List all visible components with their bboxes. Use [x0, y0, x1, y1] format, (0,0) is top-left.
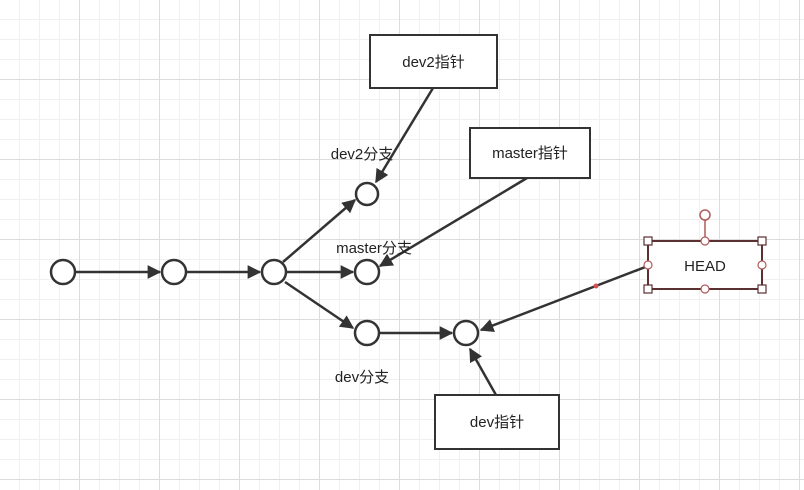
commit-node-master[interactable] — [353, 258, 381, 286]
dev-pointer-box[interactable]: dev指针 — [434, 394, 560, 450]
resize-handle-nw[interactable] — [643, 236, 653, 246]
commit-node-2[interactable] — [160, 258, 188, 286]
commit-node-dev2[interactable] — [354, 181, 380, 207]
rotate-handle-icon[interactable] — [699, 209, 711, 221]
resize-handle-ne[interactable] — [757, 236, 767, 246]
arrow-dev-pointer — [468, 347, 498, 396]
master-pointer-box[interactable]: master指针 — [469, 127, 591, 179]
connect-handle-left[interactable] — [643, 260, 653, 270]
commit-node-dev-tip[interactable] — [452, 319, 480, 347]
head-box[interactable]: HEAD — [647, 240, 763, 290]
head-label: HEAD — [684, 258, 726, 275]
connect-handle-bottom[interactable] — [700, 284, 710, 294]
dev2-branch-label: dev2分支 — [331, 146, 394, 163]
dev-pointer-label: dev指针 — [470, 414, 524, 431]
dev2-pointer-box[interactable]: dev2指针 — [369, 34, 498, 89]
commit-node-3[interactable] — [260, 258, 288, 286]
selection-handles[interactable] — [643, 209, 767, 294]
connect-handle-right[interactable] — [757, 260, 767, 270]
commit-node-dev[interactable] — [353, 319, 381, 347]
arrow-master-pointer — [378, 176, 528, 268]
resize-handle-sw[interactable] — [643, 284, 653, 294]
resize-handle-se[interactable] — [757, 284, 767, 294]
edge-3-dev2 — [282, 199, 357, 263]
arrow-head-pointer — [479, 264, 649, 332]
dev2-pointer-label: dev2指针 — [402, 54, 465, 71]
edge-midpoint-handle[interactable] — [593, 283, 599, 289]
edge-3-dev — [284, 280, 355, 330]
master-branch-label: master分支 — [336, 240, 412, 257]
arrow-dev2-pointer — [374, 87, 435, 184]
connect-handle-top[interactable] — [700, 236, 710, 246]
commit-node-1[interactable] — [49, 258, 77, 286]
master-pointer-label: master指针 — [492, 145, 568, 162]
dev-branch-label: dev分支 — [335, 369, 389, 386]
